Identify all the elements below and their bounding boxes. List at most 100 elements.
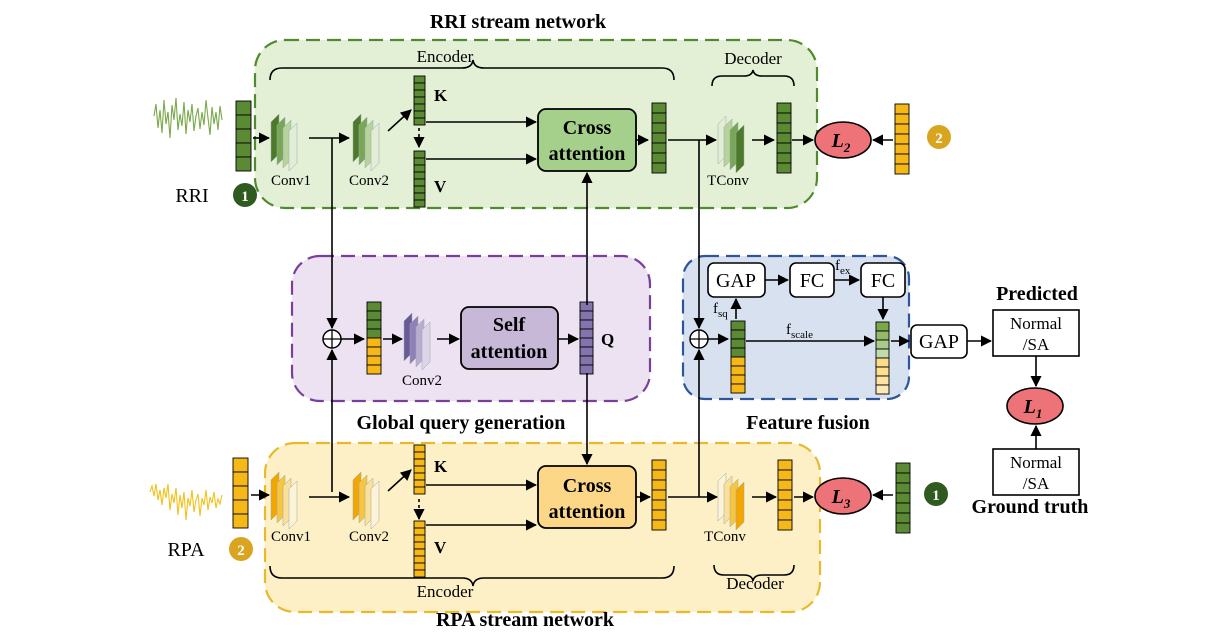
query-concat-cell <box>366 301 382 312</box>
rri-k-cell <box>413 117 426 126</box>
rpa-v-cell <box>413 534 426 543</box>
fusion-concat-vector <box>730 320 746 394</box>
rpa-target-cell <box>895 482 911 494</box>
rpa-encoded-cell <box>651 499 667 511</box>
rpa-decoded-cell <box>777 499 793 511</box>
rri-decoded-cell <box>776 142 792 154</box>
rri-encoded-cell <box>651 112 667 124</box>
rpa-target-cell <box>895 492 911 504</box>
rpa-decoded-cell <box>777 519 793 531</box>
rri-decoded-cell <box>776 122 792 134</box>
rpa-input-label: RPA <box>167 539 205 561</box>
rri-encoded-cell <box>651 162 667 174</box>
rri-k-cell <box>413 75 426 84</box>
svg-text:2: 2 <box>237 543 245 559</box>
rpa-v-label: V <box>434 538 447 557</box>
query-q-cell <box>579 319 594 330</box>
self-attention-line1: Self <box>493 314 526 336</box>
fusion-concat-cell <box>730 338 746 349</box>
rpa-v-cell <box>413 527 426 536</box>
query-q-vector <box>579 301 594 375</box>
rpa-input-cell <box>232 457 249 473</box>
rpa-k-cell <box>413 451 426 460</box>
loss-l2-node: L2 <box>814 121 872 159</box>
query-concat-cell <box>366 319 382 330</box>
rpa-encoded-cell <box>651 489 667 501</box>
rpa-target-cell <box>895 512 911 524</box>
rri-decoded-cell <box>776 162 792 174</box>
query-q-cell <box>579 337 594 348</box>
rri-conv1-block <box>270 113 298 172</box>
rri-conv2-label: Conv2 <box>349 173 389 189</box>
rri-conv2-block <box>352 113 380 172</box>
rpa-conv1-block <box>270 471 298 530</box>
rri-cross-attention-line2: attention <box>549 143 626 165</box>
predicted-box-line1: Normal <box>1010 314 1062 333</box>
rpa-decoder-brace <box>713 564 795 582</box>
rri-input-cell <box>235 156 252 172</box>
rpa-k-label: K <box>434 457 448 476</box>
rri-tconv-block <box>717 115 745 174</box>
truth-box-line2: /SA <box>1023 474 1050 493</box>
rri-input-cell <box>235 142 252 158</box>
rri-k-cell <box>413 89 426 98</box>
rpa-encoder-label: Encoder <box>417 582 474 601</box>
rri-v-cell <box>413 192 426 201</box>
query-q-cell <box>579 328 594 339</box>
rpa-v-cell <box>413 562 426 571</box>
query-concat-cell <box>366 355 382 366</box>
rri-v-cell <box>413 199 426 208</box>
rri-target-cell <box>894 143 910 155</box>
rri-target-cell <box>894 163 910 175</box>
predicted-label: Predicted <box>996 283 1078 305</box>
rpa-k-cell <box>413 458 426 467</box>
rpa-decoded-cell <box>777 479 793 491</box>
rri-decoded-cell <box>776 152 792 164</box>
query-concat-cell <box>366 364 382 375</box>
rpa-target-badge: 1 <box>924 482 948 506</box>
rpa-input-cell <box>232 499 249 515</box>
rpa-input-cell <box>232 471 249 487</box>
svg-text:2: 2 <box>935 131 943 147</box>
rpa-tconv-label: TConv <box>704 529 746 545</box>
output-gap-label: GAP <box>919 331 959 353</box>
fusion-concat-cell <box>730 347 746 358</box>
fusion-scaled-cell <box>875 330 890 341</box>
global-query-title: Global query generation <box>357 412 566 434</box>
connectors <box>251 109 1042 531</box>
rri-k-cell <box>413 110 426 119</box>
rri-decoded-cell <box>776 102 792 114</box>
rri-decoder-label: Decoder <box>724 49 782 68</box>
ground-truth-box <box>992 448 1080 496</box>
fusion-concat-cell <box>730 329 746 340</box>
rri-target-cell <box>894 133 910 145</box>
rpa-input-badge: 2 <box>229 537 253 561</box>
rpa-k-cell <box>413 486 426 495</box>
fusion-scaled-cell <box>875 366 890 377</box>
rpa-encoded-cell <box>651 479 667 491</box>
f-ex-label: fex <box>835 258 851 277</box>
rri-v-cell <box>413 185 426 194</box>
query-concat-cell <box>366 328 382 339</box>
rpa-k-cell <box>413 465 426 474</box>
query-q-cell <box>579 310 594 321</box>
rri-target-cell <box>894 123 910 135</box>
rri-value-vector <box>413 150 426 208</box>
rpa-v-cell <box>413 555 426 564</box>
rri-encoder-brace <box>269 59 675 81</box>
rri-k-label: K <box>434 86 448 105</box>
rpa-encoder-brace <box>269 565 675 587</box>
rpa-value-vector <box>413 520 426 578</box>
f-scale-label: fscale <box>786 322 813 341</box>
rri-cross-attention-line1: Cross <box>563 117 612 139</box>
rri-target-cell <box>894 103 910 115</box>
filter-slab <box>735 481 745 531</box>
rri-v-cell <box>413 157 426 166</box>
rpa-conv1-label: Conv1 <box>271 529 311 545</box>
rpa-v-cell <box>413 520 426 529</box>
rpa-decoded-cell <box>777 509 793 521</box>
rri-v-cell <box>413 171 426 180</box>
rpa-target-cell <box>895 462 911 474</box>
query-concat-vector <box>366 301 382 375</box>
query-q-cell <box>579 346 594 357</box>
